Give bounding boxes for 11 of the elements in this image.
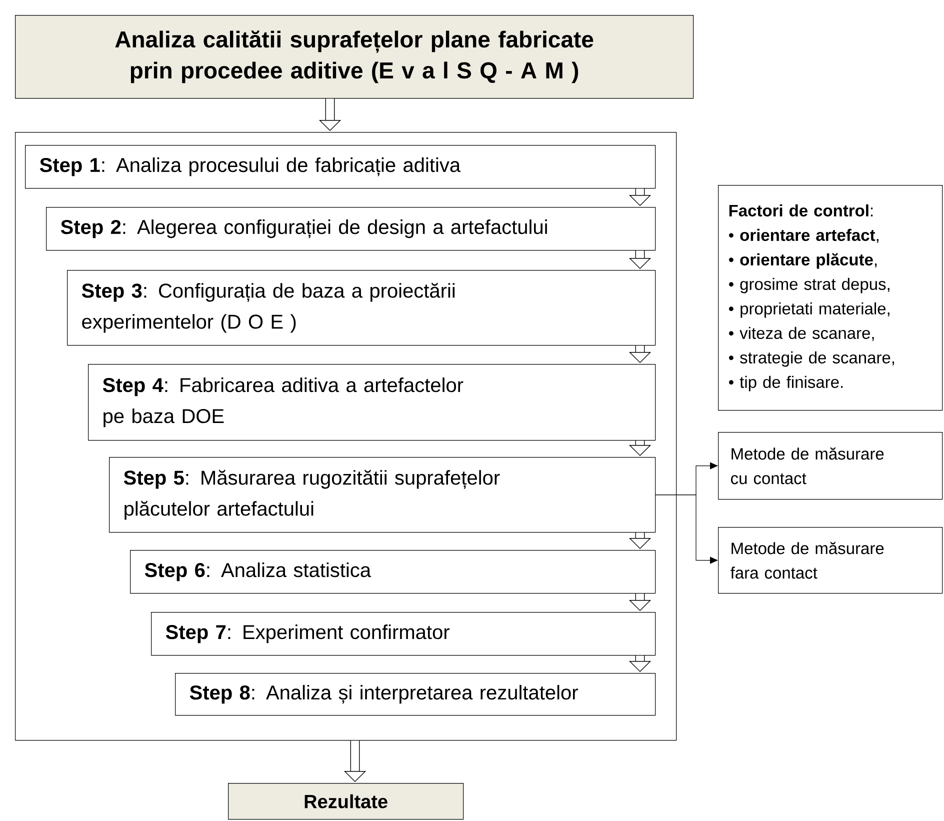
arrow [655, 494, 718, 564]
result-box: Rezultate [228, 783, 464, 820]
step-box: Step 5: Măsurarea rugozitătii suprafețelor plăcutelor artefactului [109, 457, 656, 533]
step-box: Step 3: Configurația de baza a proiectării experimentelor (D O E ) [67, 270, 656, 346]
factors-box: Factori de control: • orientare artefact, • orientare plăcute, • grosime strat depus, • proprietati materiale, • viteza de scanare, • strategie de scanare, • tip de finisare. [718, 185, 943, 411]
step-box: Step 4: Fabricarea aditiva a artefactelor pe baza DOE [88, 364, 656, 441]
container-box [15, 132, 677, 741]
method-box: Metode de măsurare fara contact [718, 527, 943, 594]
step-box: Step 1: Analiza procesului de fabricație aditiva [25, 145, 656, 189]
method-box: Metode de măsurare cu contact [718, 432, 943, 500]
title-box: Analiza calitătii suprafețelor plane fabricate prin procedee aditive (E v a l S Q - A M ) [15, 15, 694, 99]
